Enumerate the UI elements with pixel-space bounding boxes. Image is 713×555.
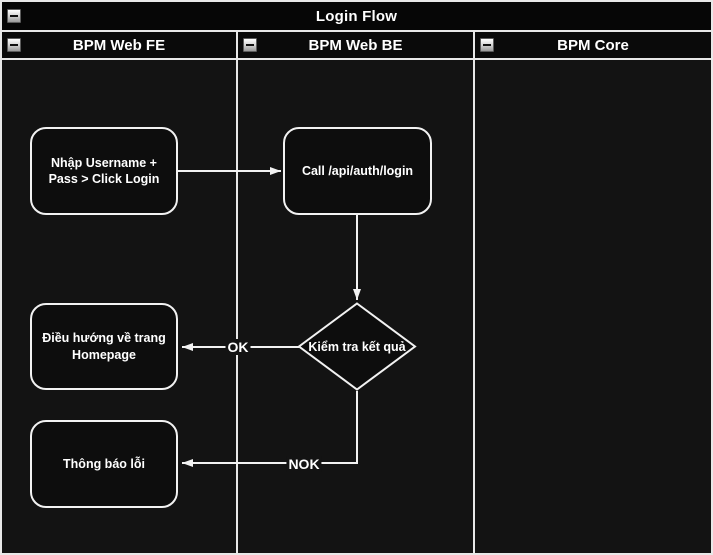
lane-body-bpm-core [475, 60, 711, 553]
lane-divider [236, 60, 238, 553]
lane-header-bpm-web-be[interactable]: BPM Web BE [238, 32, 473, 58]
minus-icon [246, 44, 254, 46]
pool-collapse-icon[interactable] [7, 9, 21, 23]
node-label: Call /api/auth/login [301, 163, 414, 178]
node-error-message[interactable]: Thông báo lỗi [30, 420, 178, 508]
node-label: Kiểm tra kết quả [308, 339, 406, 354]
lane-divider [473, 32, 475, 58]
minus-icon [10, 15, 18, 17]
node-redirect-homepage[interactable]: Điều hướng về trang Homepage [30, 303, 178, 390]
lane-label: BPM Web BE [308, 36, 403, 54]
node-label: Nhập Username + Pass > Click Login [48, 155, 160, 186]
lane-header-bpm-core[interactable]: BPM Core [475, 32, 711, 58]
node-label: Thông báo lỗi [63, 456, 145, 471]
lane-fe-collapse-icon[interactable] [7, 38, 21, 52]
minus-icon [483, 44, 491, 46]
lane-core-collapse-icon[interactable] [480, 38, 494, 52]
lane-divider [236, 32, 238, 58]
lane-label: BPM Core [557, 36, 629, 54]
lane-header-bpm-web-fe[interactable]: BPM Web FE [2, 32, 236, 58]
node-decision-check-result[interactable]: Kiểm tra kết quả [297, 302, 417, 391]
node-label: Điều hướng về trang Homepage [42, 331, 166, 362]
node-input-credentials[interactable]: Nhập Username + Pass > Click Login [30, 127, 178, 215]
node-call-api-login[interactable]: Call /api/auth/login [283, 127, 432, 215]
edge-label-nok[interactable]: NOK [286, 456, 322, 472]
diamond-shape [297, 302, 417, 391]
lane-be-collapse-icon[interactable] [243, 38, 257, 52]
edge-label-ok[interactable]: OK [225, 339, 251, 355]
pool-title: Login Flow [315, 7, 398, 25]
lane-header-row: BPM Web FE BPM Web BE BPM Core [2, 32, 711, 60]
edge-decision-nok-to-error[interactable] [182, 391, 358, 467]
lane-label: BPM Web FE [72, 36, 166, 54]
pool-title-bar: Login Flow [2, 2, 711, 32]
minus-icon [10, 44, 18, 46]
lane-divider [473, 60, 475, 553]
